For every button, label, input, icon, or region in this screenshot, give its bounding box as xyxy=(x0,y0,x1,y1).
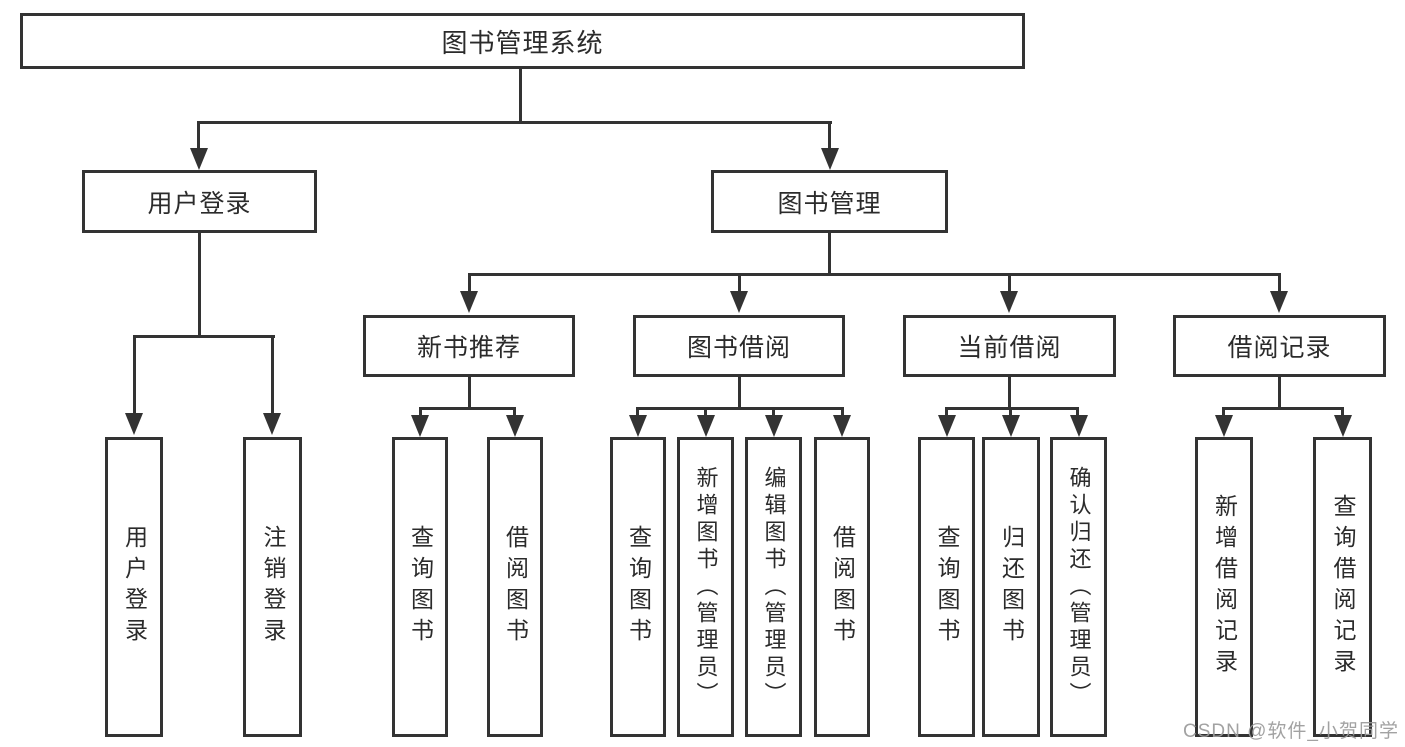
connector-line xyxy=(133,335,275,338)
connector-line xyxy=(828,121,831,152)
arrowhead-down-icon xyxy=(1070,415,1088,437)
connector-line xyxy=(738,377,741,409)
leaf-query-borrow-record: 查询借阅记录 xyxy=(1313,437,1372,737)
leaf-borrow-book: 借阅图书 xyxy=(814,437,870,737)
node-label: 查询图书 xyxy=(407,525,434,649)
connector-line xyxy=(1341,407,1344,418)
connector-line xyxy=(772,407,775,418)
connector-line xyxy=(841,407,844,418)
arrowhead-down-icon xyxy=(765,415,783,437)
connector-line xyxy=(197,121,832,124)
arrowhead-down-icon xyxy=(1002,415,1020,437)
node-new-book-recommend: 新书推荐 xyxy=(363,315,575,377)
node-label: 借阅图书 xyxy=(502,525,529,649)
connector-line xyxy=(1222,407,1344,410)
connector-line xyxy=(1009,407,1012,418)
connector-line xyxy=(519,69,522,123)
connector-line xyxy=(1008,377,1011,409)
arrowhead-down-icon xyxy=(730,291,748,313)
leaf-user-login: 用户登录 xyxy=(105,437,163,737)
node-book-management: 图书管理 xyxy=(711,170,948,233)
node-label: 图书管理 xyxy=(777,189,882,218)
connector-line xyxy=(1278,273,1281,295)
leaf-query-book-current: 查询图书 xyxy=(918,437,975,737)
arrowhead-down-icon xyxy=(263,413,281,435)
node-borrow-records: 借阅记录 xyxy=(1173,315,1386,377)
leaf-query-book-recommend: 查询图书 xyxy=(392,437,448,737)
leaf-borrow-book-recommend: 借阅图书 xyxy=(487,437,543,737)
node-label: 图书管理系统 xyxy=(441,27,604,58)
arrowhead-down-icon xyxy=(1000,291,1018,313)
node-label: 确认归还（管理员） xyxy=(1066,465,1092,709)
node-root: 图书管理系统 xyxy=(20,13,1025,69)
arrowhead-down-icon xyxy=(1215,415,1233,437)
connector-line xyxy=(468,273,1281,276)
arrowhead-down-icon xyxy=(506,415,524,437)
node-label: 图书借阅 xyxy=(686,334,791,362)
connector-line xyxy=(945,407,948,418)
node-label: 归还图书 xyxy=(998,525,1025,649)
node-label: 当前借阅 xyxy=(957,334,1062,362)
csdn-watermark: CSDN @软件_小贺同学 xyxy=(1183,721,1399,742)
leaf-edit-book-admin: 编辑图书（管理员） xyxy=(745,437,802,737)
arrowhead-down-icon xyxy=(938,415,956,437)
arrowhead-down-icon xyxy=(821,148,839,170)
arrowhead-down-icon xyxy=(125,413,143,435)
node-label: 查询借阅记录 xyxy=(1330,494,1356,680)
node-label: 借阅图书 xyxy=(829,525,856,649)
leaf-add-book-admin: 新增图书（管理员） xyxy=(677,437,734,737)
node-label: 用户登录 xyxy=(121,525,148,649)
connector-line xyxy=(828,233,831,275)
node-label: 新增图书（管理员） xyxy=(693,465,719,709)
connector-line xyxy=(1008,273,1011,295)
node-label: 新增借阅记录 xyxy=(1211,494,1238,680)
connector-line xyxy=(133,335,136,416)
connector-line xyxy=(197,121,200,152)
connector-line xyxy=(1222,407,1225,418)
node-user-login: 用户登录 xyxy=(82,170,317,233)
node-label: 注销登录 xyxy=(260,525,286,649)
node-label: 新书推荐 xyxy=(416,334,521,362)
node-current-borrow: 当前借阅 xyxy=(903,315,1116,377)
connector-line xyxy=(198,233,201,337)
connector-line xyxy=(945,407,1079,410)
arrowhead-down-icon xyxy=(697,415,715,437)
connector-line xyxy=(513,407,516,418)
arrowhead-down-icon xyxy=(629,415,647,437)
node-label: 查询图书 xyxy=(934,525,960,649)
connector-line xyxy=(738,273,741,295)
arrowhead-down-icon xyxy=(411,415,429,437)
arrowhead-down-icon xyxy=(460,291,478,313)
node-label: 借阅记录 xyxy=(1227,334,1332,362)
connector-line xyxy=(419,407,516,410)
connector-line xyxy=(704,407,707,418)
arrowhead-down-icon xyxy=(190,148,208,170)
connector-line xyxy=(419,407,422,418)
arrowhead-down-icon xyxy=(1270,291,1288,313)
connector-line xyxy=(468,377,471,409)
connector-line xyxy=(1076,407,1079,418)
connector-line xyxy=(636,407,639,418)
leaf-query-book-borrow: 查询图书 xyxy=(610,437,666,737)
arrowhead-down-icon xyxy=(1334,415,1352,437)
leaf-confirm-return-admin: 确认归还（管理员） xyxy=(1050,437,1107,737)
connector-line xyxy=(1278,377,1281,409)
leaf-add-borrow-record: 新增借阅记录 xyxy=(1195,437,1253,737)
node-label: 编辑图书（管理员） xyxy=(761,465,787,709)
node-label: 用户登录 xyxy=(147,189,252,218)
connector-line xyxy=(468,273,471,295)
connector-line xyxy=(636,407,844,410)
node-label: 查询图书 xyxy=(625,525,652,649)
connector-line xyxy=(271,335,274,416)
leaf-return-book: 归还图书 xyxy=(982,437,1040,737)
arrowhead-down-icon xyxy=(833,415,851,437)
leaf-logout: 注销登录 xyxy=(243,437,302,737)
node-book-borrow: 图书借阅 xyxy=(633,315,845,377)
